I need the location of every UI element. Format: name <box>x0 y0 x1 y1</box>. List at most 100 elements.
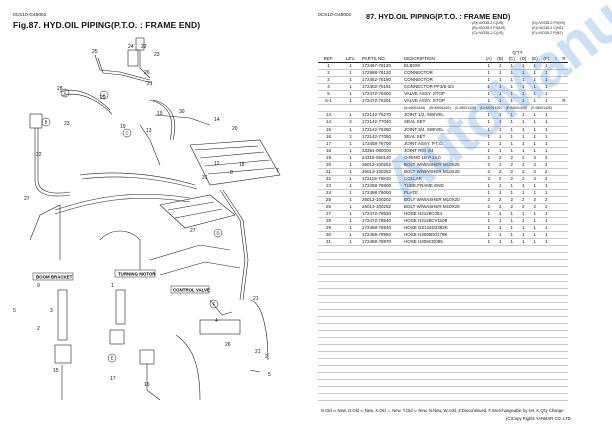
row-i <box>552 90 560 99</box>
row-description: BOLT W/WASHER M10X20 <box>404 196 483 205</box>
row-r <box>560 203 568 212</box>
row-qty: 1 <box>494 238 506 247</box>
row-qty: 2 <box>517 196 529 205</box>
svg-text:13: 13 <box>146 128 152 134</box>
row-qty: 2 <box>483 175 495 183</box>
row-r <box>560 62 568 71</box>
row-qty: 2 <box>494 203 506 212</box>
row-qty: 1 <box>540 97 552 106</box>
variant-e: (E)=VIO35-2 C(NZ) <box>532 26 564 30</box>
row-qty: 1 <box>483 97 495 106</box>
row-parts-no: 26013-100252 <box>362 168 404 176</box>
svg-text:26: 26 <box>225 342 231 348</box>
row-r <box>560 154 568 162</box>
svg-text:22: 22 <box>36 152 42 158</box>
header-qty-e: (E) <box>531 56 538 62</box>
row-r <box>560 182 568 190</box>
row-level: 1 <box>339 126 362 134</box>
row-qty: 1 <box>517 140 529 148</box>
row-description: HOSE H2128C054 <box>404 210 483 219</box>
empty-row <box>318 259 568 268</box>
row-description: BOLT W/WASHER M10X25 <box>404 161 483 169</box>
row-qty: 1 <box>540 69 552 78</box>
row-parts-no: 26013-100252 <box>362 203 404 212</box>
doc-code: 0CS10-G45001 <box>13 13 47 18</box>
table-header-row: REF. LEV. PARTS NO. DESCRIPTION (A) (B) … <box>318 56 568 63</box>
svg-text:C: C <box>125 131 128 136</box>
svg-text:24: 24 <box>128 44 134 50</box>
row-description: PLATE <box>404 189 483 197</box>
row-parts-no: 172458-76000 <box>362 189 404 197</box>
svg-text:F: F <box>213 302 216 307</box>
row-qty: 2 <box>529 203 541 212</box>
row-qty: 1 <box>506 217 518 226</box>
row-parts-no: 172458-78940 <box>362 224 404 233</box>
svg-text:A: A <box>103 93 106 98</box>
row-i <box>552 196 560 205</box>
row-description: JOINT 3/4, SWIVEL <box>404 126 483 134</box>
row-r <box>560 76 568 85</box>
row-level: 1 <box>339 97 362 106</box>
row-r <box>560 168 568 176</box>
row-qty: 1 <box>494 97 506 106</box>
row-ref: 22 <box>318 175 339 183</box>
row-qty: 1 <box>494 76 506 85</box>
row-qty: 1 <box>494 90 506 99</box>
row-qty: 2 <box>483 168 495 176</box>
row-ref: 28 <box>318 217 339 226</box>
row-qty: 1 <box>517 62 529 71</box>
row-qty: 1 <box>517 126 529 134</box>
svg-text:21: 21 <box>255 349 261 355</box>
group-code: (B=M001426) <box>429 106 451 111</box>
row-qty: 1 <box>506 182 518 190</box>
row-qty: 1 <box>494 111 506 120</box>
svg-text:D: D <box>216 231 219 236</box>
variant-c: (C)=VIO35-2 C(US) <box>472 31 504 35</box>
row-r <box>560 126 568 134</box>
row-parts-no: 172988-76120 <box>362 69 404 78</box>
row-qty: 2 <box>517 168 529 176</box>
row-ref: 20 <box>318 161 339 169</box>
row-qty: 1 <box>529 76 541 85</box>
row-qty: 1 <box>483 147 495 155</box>
row-qty: 1 <box>529 126 541 134</box>
row-i <box>552 224 560 233</box>
row-qty: 1 <box>540 126 552 134</box>
row-parts-no: 172458-78950 <box>362 231 404 240</box>
row-level: 1 <box>339 231 362 240</box>
empty-row <box>318 386 568 395</box>
row-qty: 2 <box>529 154 541 162</box>
row-qty: 2 <box>494 175 506 183</box>
row-level: 1 <box>339 161 362 169</box>
row-i <box>552 161 560 169</box>
row-i <box>552 154 560 162</box>
variant-a: (A)=VIO35-2 C(US) <box>472 21 504 25</box>
svg-text:27: 27 <box>190 228 196 234</box>
group-code: (A=M001426) <box>404 106 426 111</box>
row-qty: 2 <box>494 168 506 176</box>
row-qty: 2 <box>483 161 495 169</box>
figure-title: Fig.87. HYD.OIL PIPING(P.T.O. : FRAME EN… <box>13 20 201 30</box>
row-qty: 1 <box>506 210 518 219</box>
row-qty: 1 <box>483 231 495 240</box>
row-ref: 19 <box>318 154 339 162</box>
row-qty: 2 <box>540 168 552 176</box>
row-ref: 30 <box>318 231 339 240</box>
row-ref: 4 <box>318 83 339 92</box>
row-qty: 1 <box>529 182 541 190</box>
row-qty: 2 <box>494 161 506 169</box>
row-description: HOSE H3095D0179K <box>404 231 483 240</box>
row-qty: 1 <box>540 140 552 148</box>
row-i <box>552 118 560 127</box>
row-i <box>552 189 560 197</box>
row-qty: 1 <box>483 238 495 247</box>
row-i <box>552 203 560 212</box>
svg-text:8: 8 <box>230 170 233 176</box>
svg-text:5: 5 <box>268 372 271 378</box>
